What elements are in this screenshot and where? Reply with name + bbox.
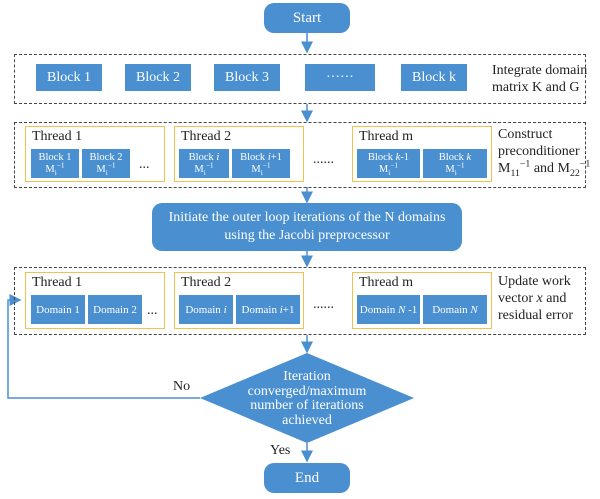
thread-2-bottom: Thread 2 Domain i Domain i+1 xyxy=(174,272,304,329)
block-k: Block k xyxy=(401,64,467,91)
thread1-block-2: Block 2 Mi−1 xyxy=(82,149,130,178)
thread-2-top: Thread 2 Block i Mi−1 Block i+1 Mi−1 xyxy=(174,126,304,182)
thread1-domain-2: Domain 2 xyxy=(88,295,142,324)
initiate-node: Initiate the outer loop iterations of th… xyxy=(152,203,462,251)
yes-label: Yes xyxy=(270,443,291,458)
end-node: End xyxy=(264,463,350,493)
thread-m-top: Thread m Block k-1 Mi−1 Block k Mi−1 xyxy=(352,126,492,182)
decision-text: Iteration converged/maximum number of it… xyxy=(247,369,367,428)
block-3: Block 3 xyxy=(214,64,280,91)
thread2-domain-i: Domain i xyxy=(179,295,233,324)
thread-m-bottom: Thread m Domain N -1 Domain N xyxy=(352,272,492,329)
decision-diamond xyxy=(200,353,414,443)
top-threads-ellipsis: ...... xyxy=(313,152,334,167)
block-1: Block 1 xyxy=(36,64,102,91)
bottom-threads-ellipsis: ...... xyxy=(313,297,334,312)
thread1-top-ellipsis: ... xyxy=(139,157,150,172)
update-label: Update work vector x and residual error xyxy=(498,274,574,323)
update-section xyxy=(14,267,586,335)
threadm-block-k-minus-1: Block k-1 Mi−1 xyxy=(357,149,420,178)
integrate-label: Integrate domain matrix K and G xyxy=(492,63,588,95)
thread1-domain-1: Domain 1 xyxy=(31,295,85,324)
construct-label: Construct preconditioner M11−1 and M22−1 xyxy=(498,127,591,179)
thread2-block-i-plus-1: Block i+1 Mi−1 xyxy=(232,149,290,178)
block-2: Block 2 xyxy=(125,64,191,91)
thread-1-top: Thread 1 Block 1 Mi−1 Block 2 Mi−1 ... xyxy=(25,126,165,182)
threadm-block-k: Block k Mi−1 xyxy=(423,149,487,178)
threadm-domain-n-minus-1: Domain N -1 xyxy=(357,295,420,324)
thread2-block-i: Block i Mi−1 xyxy=(179,149,229,178)
start-node: Start xyxy=(264,3,350,33)
integrate-section xyxy=(14,54,586,104)
thread-1-bottom: Thread 1 Domain 1 Domain 2 ... xyxy=(25,272,165,329)
block-ellipsis: ······ xyxy=(305,64,375,91)
no-label: No xyxy=(173,379,191,394)
construct-section xyxy=(14,122,586,188)
thread2-domain-i-plus-1: Domain i+1 xyxy=(236,295,300,324)
threadm-domain-n: Domain N xyxy=(423,295,487,324)
thread1-bottom-ellipsis: ... xyxy=(147,303,158,318)
thread1-block-1: Block 1 Mi−1 xyxy=(31,149,79,178)
